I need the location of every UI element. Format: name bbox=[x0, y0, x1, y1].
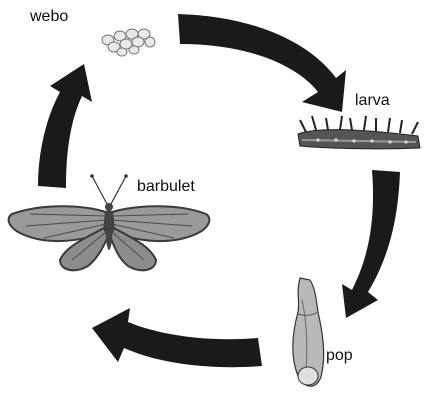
chrysalis-icon bbox=[293, 278, 324, 386]
stage-label-larva: larva bbox=[355, 92, 390, 110]
arrow-adult-to-egg bbox=[38, 64, 92, 188]
stage-label-pupa: pop bbox=[326, 347, 353, 365]
stage-label-adult: barbulet bbox=[137, 178, 195, 196]
eggs-icon bbox=[102, 29, 155, 56]
caterpillar-icon bbox=[298, 116, 420, 149]
arrow-larva-to-pupa bbox=[342, 170, 400, 318]
stage-label-egg: webo bbox=[30, 8, 68, 26]
arrow-pupa-to-adult bbox=[92, 308, 262, 367]
arrow-egg-to-larva bbox=[178, 14, 346, 112]
